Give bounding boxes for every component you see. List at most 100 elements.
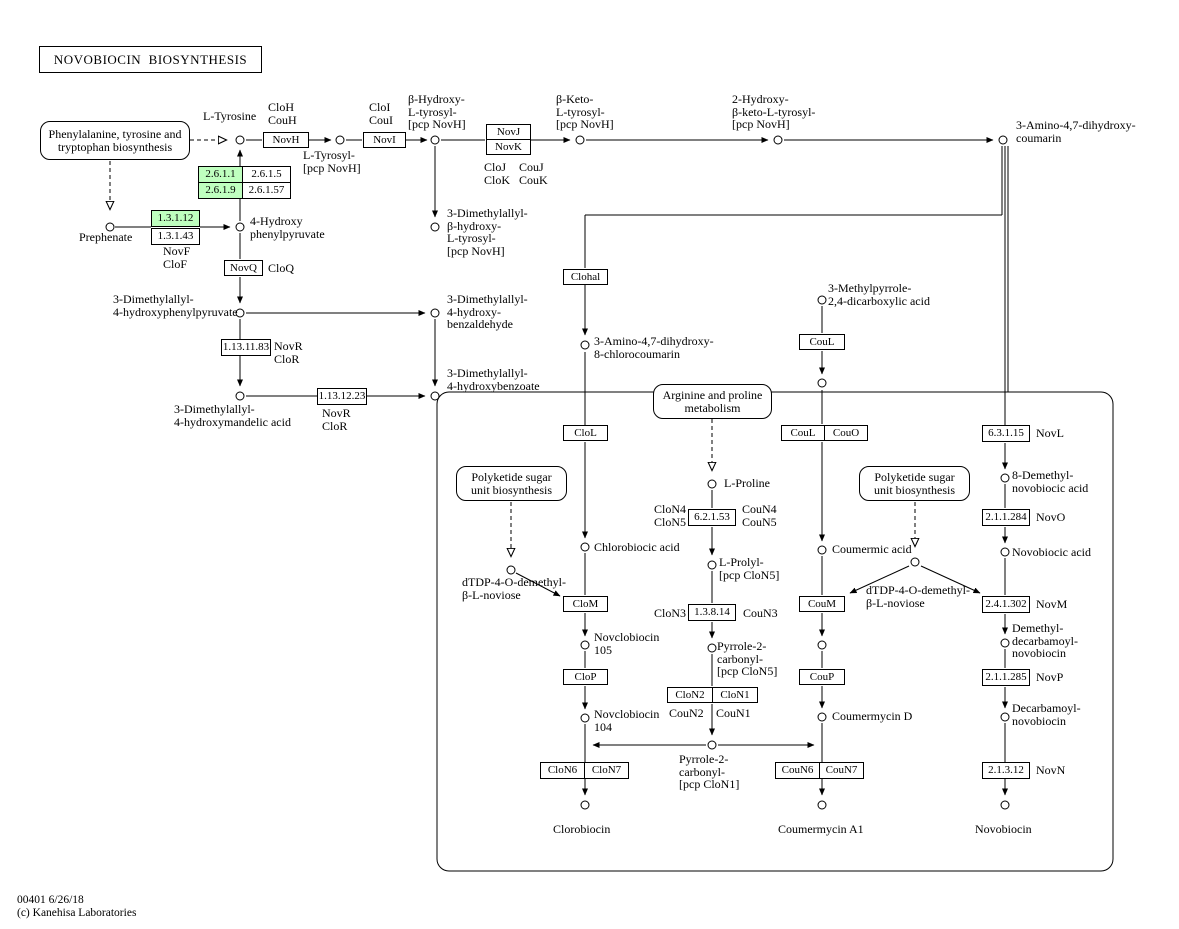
- gene-label-cloQ: CloQ: [268, 261, 295, 275]
- enzyme-box-couN6[interactable]: CouN6: [775, 762, 820, 779]
- enzyme-box-ec-2-1-1-284[interactable]: 2.1.1.284: [982, 509, 1030, 526]
- compound-label-methylpyrrole-dicarboxylic: 3-Methylpyrrole- 2,4-dicarboxylic acid: [828, 281, 930, 308]
- pathway-routing-frame: [436, 391, 1114, 872]
- node-dma-b-hydroxy-l-tyrosyl[interactable]: [430, 222, 440, 232]
- node-dma-hydroxyphenylpyruvate[interactable]: [235, 308, 245, 318]
- enzyme-box-cloP[interactable]: CloP: [563, 669, 608, 685]
- node-2-hydroxy-b-keto-l-tyrosyl[interactable]: [773, 135, 783, 145]
- enzyme-box-ec-6-2-1-53[interactable]: 6.2.1.53: [688, 509, 736, 526]
- enzyme-box-couO[interactable]: CouO: [824, 425, 868, 441]
- node-l-tyrosyl-pcp[interactable]: [335, 135, 345, 145]
- gene-label-couN2: CouN2: [669, 706, 704, 720]
- compound-label-chlorobiocic-acid: Chlorobiocic acid: [594, 540, 680, 554]
- enzyme-box-cloN6[interactable]: CloN6: [540, 762, 585, 779]
- pathway-link-arginine-proline[interactable]: Arginine and proline metabolism: [653, 384, 772, 419]
- node-l-tyrosine[interactable]: [235, 135, 245, 145]
- gene-label-couN1: CouN1: [716, 706, 751, 720]
- node-dtdp-noviose-left[interactable]: [506, 565, 516, 575]
- node-clorobiocin[interactable]: [580, 800, 590, 810]
- node-pyrrole-carbonyl-cloN5[interactable]: [707, 643, 717, 653]
- enzyme-box-cloN1[interactable]: CloN1: [712, 687, 758, 703]
- enzyme-box-novJ[interactable]: NovJ: [486, 124, 531, 140]
- enzyme-box-cloL[interactable]: CloL: [563, 425, 608, 441]
- compound-label-demethyl-decarbamoyl-novobiocin: Demethyl- decarbamoyl- novobiocin: [1012, 621, 1078, 660]
- compound-label-clorobiocin: Clorobiocin: [553, 822, 611, 836]
- enzyme-box-ec-1-3-1-43[interactable]: 1.3.1.43: [151, 228, 200, 245]
- node-dma-hydroxymandelic[interactable]: [235, 391, 245, 401]
- enzyme-box-ec-2-6-1-9[interactable]: 2.6.1.9: [198, 182, 243, 199]
- enzyme-box-novH[interactable]: NovH: [263, 132, 309, 148]
- node-4-hydroxyphenylpyruvate[interactable]: [235, 222, 245, 232]
- enzyme-box-cloN7[interactable]: CloN7: [584, 762, 629, 779]
- enzyme-box-ec-1-13-11-83[interactable]: 1.13.11.83: [221, 339, 271, 356]
- compound-label-novobiocic-acid: Novobiocic acid: [1012, 545, 1091, 559]
- enzyme-box-couM[interactable]: CouM: [799, 596, 845, 612]
- node-prephenate[interactable]: [105, 222, 115, 232]
- node-l-proline[interactable]: [707, 479, 717, 489]
- enzyme-box-couL-top[interactable]: CouL: [799, 334, 845, 350]
- node-l-prolyl-pcp[interactable]: [707, 560, 717, 570]
- node-8-demethyl-novobiocic-acid[interactable]: [1000, 473, 1010, 483]
- gene-label-couN3: CouN3: [743, 606, 778, 620]
- node-methylpyrrole-dicarboxylic[interactable]: [817, 295, 827, 305]
- node-cou-intermediate-1[interactable]: [817, 378, 827, 388]
- enzyme-box-ec-2-6-1-5[interactable]: 2.6.1.5: [242, 166, 291, 183]
- enzyme-box-ec-1-3-8-14[interactable]: 1.3.8.14: [688, 604, 736, 621]
- node-amino-chlorocoumarin[interactable]: [580, 340, 590, 350]
- enzyme-box-ec-2-6-1-57[interactable]: 2.6.1.57: [242, 182, 291, 199]
- compound-nodes: [105, 135, 1010, 810]
- node-dma-hydroxybenzoate[interactable]: [430, 391, 440, 401]
- node-coumermycin-D[interactable]: [817, 712, 827, 722]
- compound-label-l-tyrosyl-pcp: L-Tyrosyl- [pcp NovH]: [303, 148, 361, 175]
- node-dtdp-noviose-right[interactable]: [910, 557, 920, 567]
- enzyme-box-novI[interactable]: NovI: [363, 132, 406, 148]
- gene-label-couN4-couN5: CouN4 CouN5: [742, 502, 777, 529]
- node-novclobiocin-104[interactable]: [580, 713, 590, 723]
- enzyme-box-couN7[interactable]: CouN7: [819, 762, 864, 779]
- pathway-link-phenylalanine-tyrosine-tryptophan[interactable]: Phenylalanine, tyrosine and tryptophan b…: [40, 121, 190, 160]
- node-b-keto-l-tyrosyl[interactable]: [575, 135, 585, 145]
- compound-label-4-hydroxyphenylpyruvate: 4-Hydroxy phenylpyruvate: [250, 214, 325, 241]
- node-pyrrole-carbonyl-cloN1[interactable]: [707, 740, 717, 750]
- gene-label-novO: NovO: [1036, 510, 1066, 524]
- node-demethyl-decarbamoyl-novobiocin[interactable]: [1000, 638, 1010, 648]
- node-novobiocin[interactable]: [1000, 800, 1010, 810]
- node-chlorobiocic-acid[interactable]: [580, 542, 590, 552]
- enzyme-box-novQ[interactable]: NovQ: [224, 260, 263, 276]
- compound-label-coumermic-acid: Coumermic acid: [832, 542, 912, 556]
- enzyme-box-cloM[interactable]: CloM: [563, 596, 608, 612]
- enzyme-box-ec-1-13-12-23[interactable]: 1.13.12.23: [317, 388, 367, 405]
- gene-label-novM: NovM: [1036, 597, 1068, 611]
- node-amino-dihydroxy-coumarin[interactable]: [998, 135, 1008, 145]
- enzyme-box-ec-2-6-1-1[interactable]: 2.6.1.1: [198, 166, 243, 183]
- enzyme-box-novK[interactable]: NovK: [486, 139, 531, 155]
- compound-label-dtdp-noviose-right: dTDP-4-O-demethyl- β-L-noviose: [866, 583, 970, 610]
- compound-label-prephenate: Prephenate: [79, 230, 133, 244]
- enzyme-box-ec-2-4-1-302[interactable]: 2.4.1.302: [982, 596, 1030, 613]
- enzyme-box-couP[interactable]: CouP: [799, 669, 845, 685]
- compound-label-pyrrole-carbonyl-cloN1: Pyrrole-2- carbonyl- [pcp CloN1]: [679, 752, 740, 791]
- node-novobiocic-acid[interactable]: [1000, 547, 1010, 557]
- pathway-link-polyketide-sugar-right[interactable]: Polyketide sugar unit biosynthesis: [859, 466, 970, 501]
- enzyme-box-ec-2-1-1-285[interactable]: 2.1.1.285: [982, 669, 1030, 686]
- enzyme-box-ec-1-3-1-12[interactable]: 1.3.1.12: [151, 210, 200, 227]
- enzyme-box-cloN2[interactable]: CloN2: [667, 687, 713, 703]
- gene-label-novR-cloR-1: NovR CloR: [274, 339, 303, 366]
- enzyme-box-couL[interactable]: CouL: [781, 425, 825, 441]
- enzyme-box-clohal[interactable]: Clohal: [563, 269, 608, 285]
- node-dma-hydroxy-benzaldehyde[interactable]: [430, 308, 440, 318]
- node-coumermycin-A1[interactable]: [817, 800, 827, 810]
- node-novclobiocin-105[interactable]: [580, 640, 590, 650]
- gene-label-novP: NovP: [1036, 670, 1064, 684]
- node-cou-intermediate-2[interactable]: [817, 640, 827, 650]
- node-decarbamoyl-novobiocin[interactable]: [1000, 712, 1010, 722]
- node-coumermic-acid[interactable]: [817, 545, 827, 555]
- node-b-hydroxy-l-tyrosyl[interactable]: [430, 135, 440, 145]
- compound-label-b-keto-l-tyrosyl: β-Keto- L-tyrosyl- [pcp NovH]: [556, 92, 614, 131]
- pathway-link-polyketide-sugar-left[interactable]: Polyketide sugar unit biosynthesis: [456, 466, 567, 501]
- gene-label-novF-cloF: NovF CloF: [163, 244, 191, 271]
- compound-label-dma-hydroxybenzoate: 3-Dimethylallyl- 4-hydroxybenzoate: [447, 366, 540, 393]
- enzyme-box-ec-6-3-1-15[interactable]: 6.3.1.15: [982, 425, 1030, 442]
- enzyme-box-ec-2-1-3-12[interactable]: 2.1.3.12: [982, 762, 1030, 779]
